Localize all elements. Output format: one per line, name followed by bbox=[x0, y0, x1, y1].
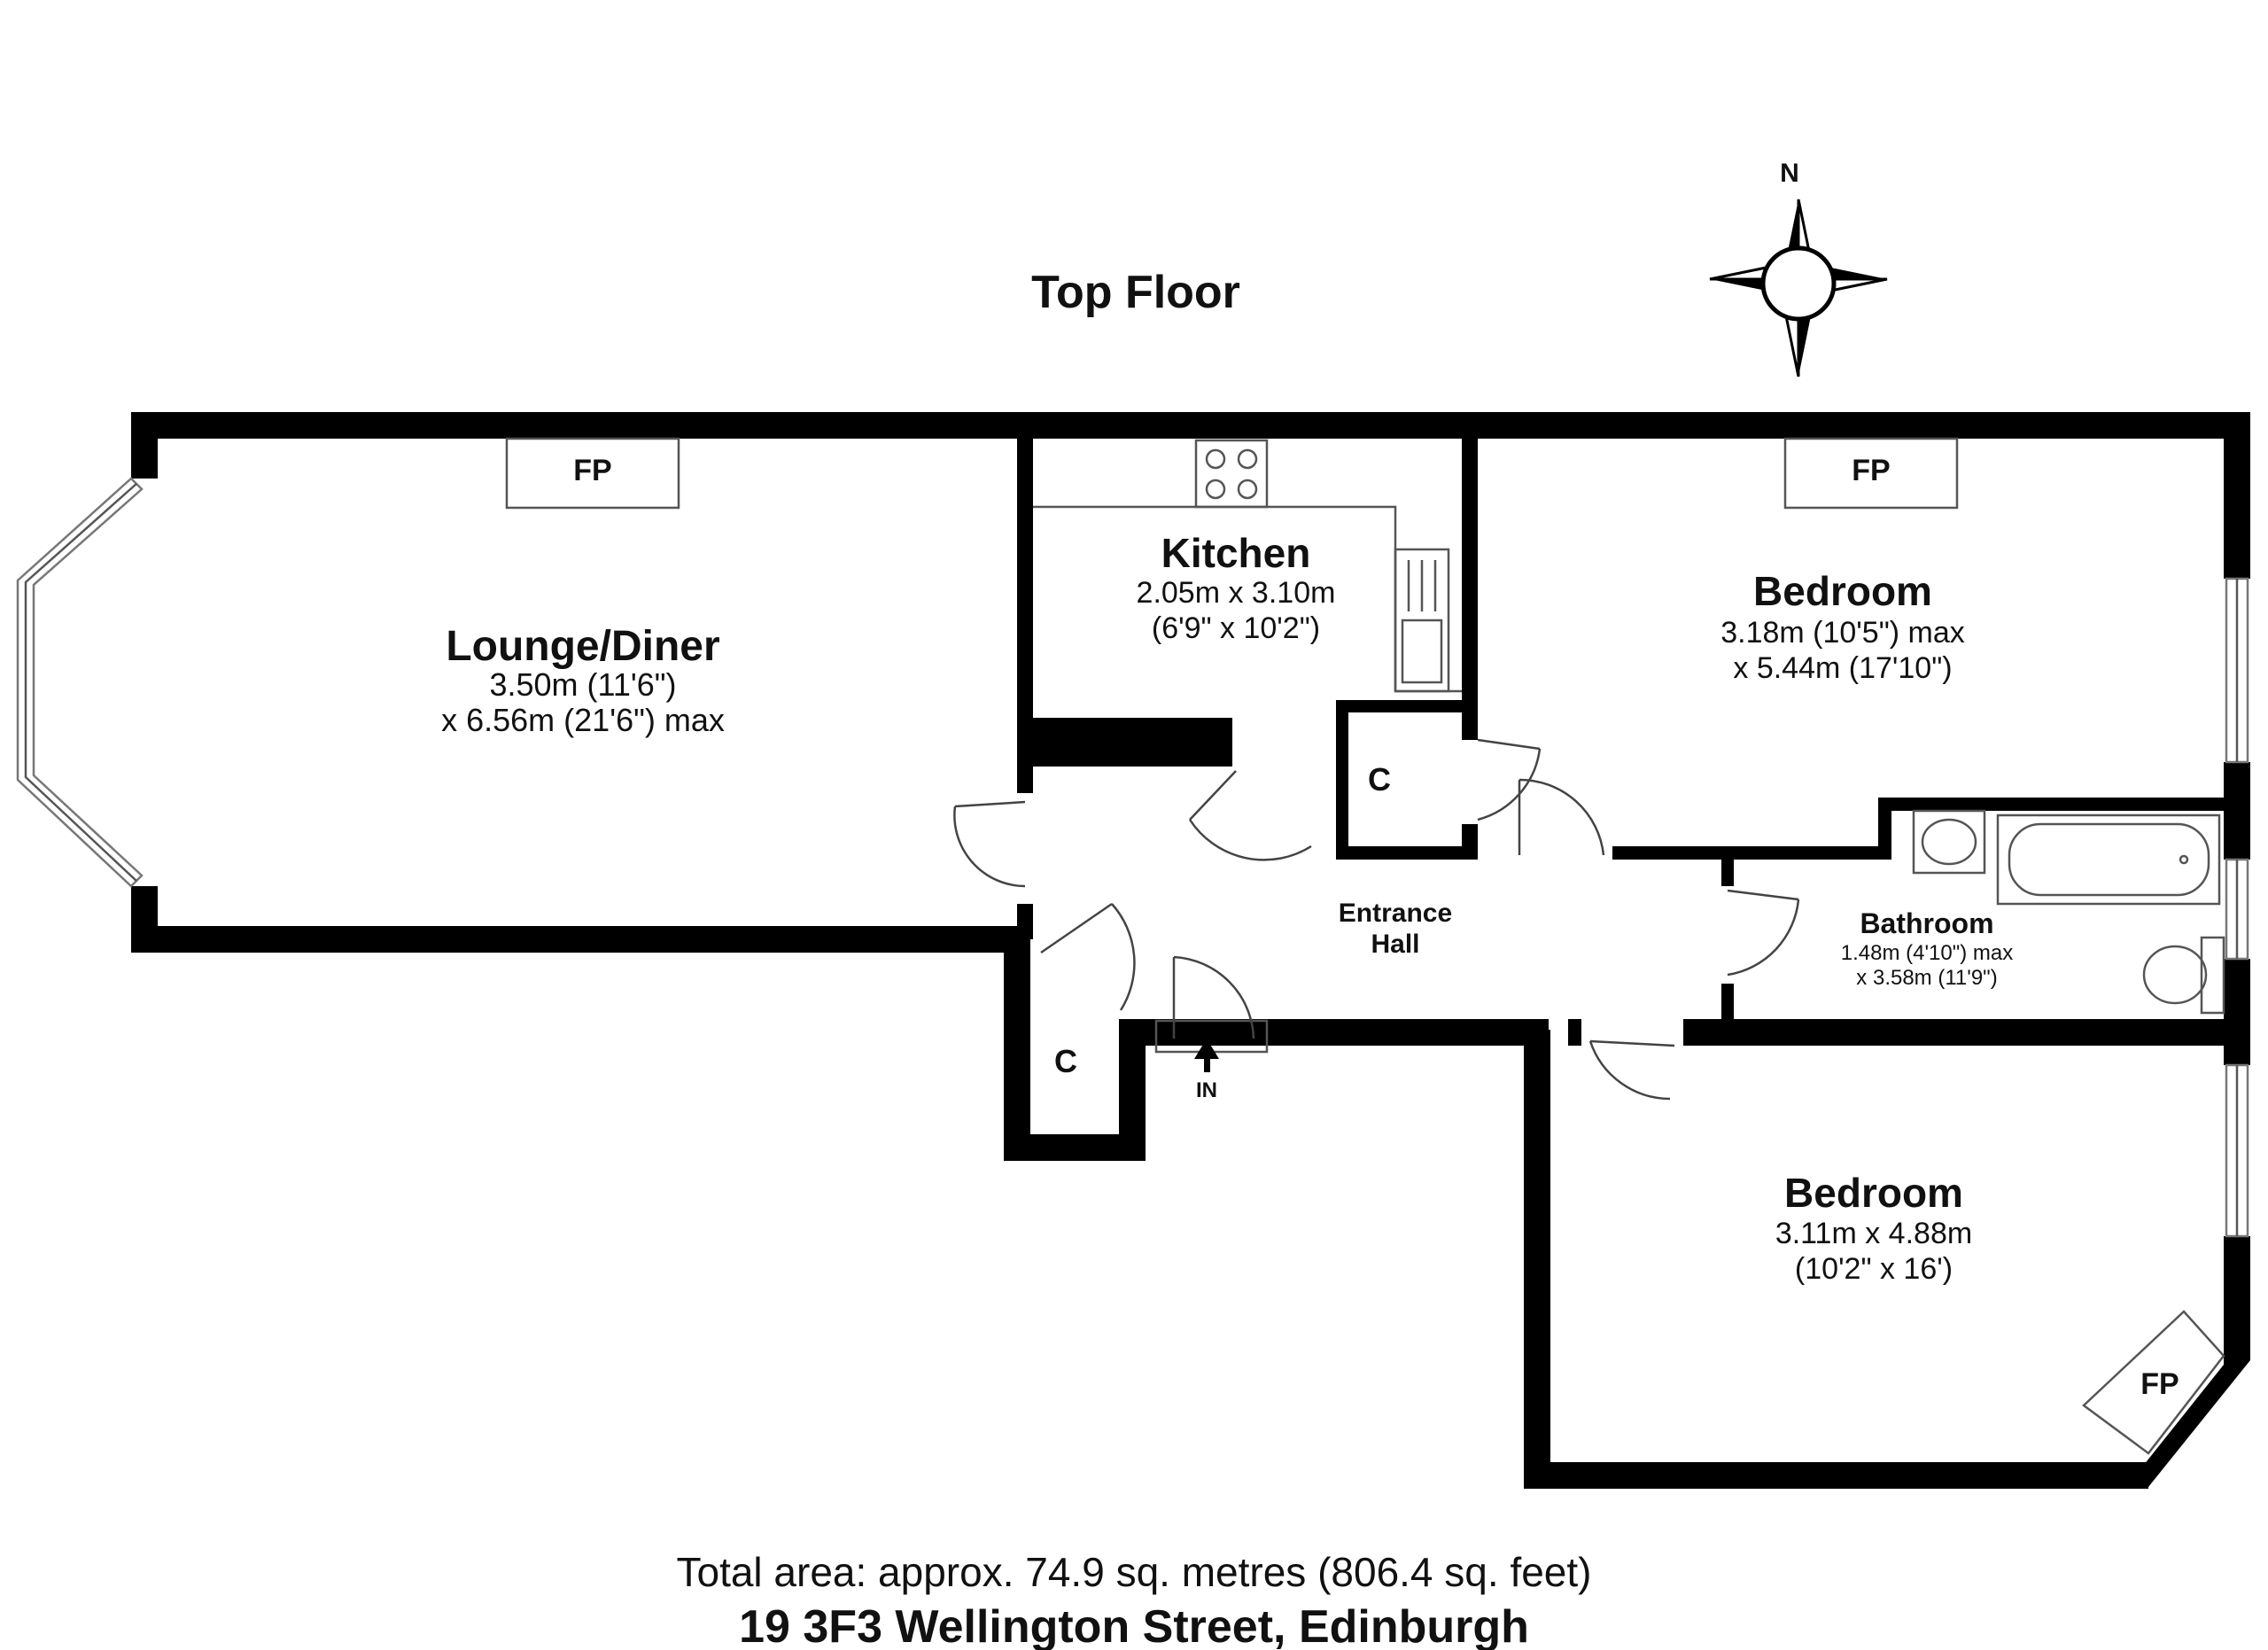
hall-label-line1: Entrance bbox=[1339, 899, 1452, 928]
door-bedroom2 bbox=[1588, 1039, 1675, 1101]
bathroom-window bbox=[2225, 858, 2249, 961]
basin-icon bbox=[1912, 809, 1986, 875]
door-kitchen bbox=[1188, 770, 1312, 861]
bedroom1-window bbox=[2225, 577, 2249, 764]
bedroom2-name: Bedroom bbox=[1784, 1170, 1963, 1216]
bedroom2-dim2: (10'2" x 16') bbox=[1795, 1252, 1953, 1286]
bathroom-dim1: 1.48m (4'10") max bbox=[1841, 941, 2014, 965]
walls bbox=[131, 412, 2250, 1489]
lounge-dim2: x 6.56m (21'6") max bbox=[441, 702, 725, 738]
hall-label-line2: Hall bbox=[1371, 930, 1419, 959]
kitchen-sink-icon bbox=[1394, 548, 1450, 693]
entrance-label: IN bbox=[1196, 1078, 1217, 1102]
lounge-name: Lounge/Diner bbox=[446, 623, 719, 670]
bedroom1-fireplace bbox=[1783, 437, 1959, 510]
lounge-fireplace-label: FP bbox=[573, 454, 611, 487]
kitchen-dim1: 2.05m x 3.10m bbox=[1137, 576, 1336, 610]
cupboard1-label: C bbox=[1368, 761, 1391, 798]
bedroom2-dim1: 3.11m x 4.88m bbox=[1775, 1217, 1972, 1250]
bathroom-name: Bathroom bbox=[1860, 907, 1993, 939]
entrance-arrow-icon bbox=[1194, 1039, 1219, 1059]
door-bedroom1 bbox=[1518, 778, 1605, 856]
toilet-icon bbox=[2142, 936, 2225, 1015]
floor-title: Top Floor bbox=[1031, 267, 1240, 318]
door-bathroom bbox=[1727, 889, 1800, 977]
total-area: Total area: approx. 74.9 sq. metres (806… bbox=[676, 1549, 1591, 1595]
cupboard2-label: C bbox=[1054, 1043, 1077, 1079]
bathroom-dim2: x 3.58m (11'9") bbox=[1856, 966, 1997, 990]
bedroom2-fireplace bbox=[2082, 1310, 2225, 1455]
bedroom2-window bbox=[2225, 1063, 2249, 1238]
kitchen-dim2: (6'9" x 10'2") bbox=[1152, 611, 1320, 645]
bedroom1-dim1: 3.18m (10'5") max bbox=[1720, 616, 1965, 650]
bedroom2-fireplace-label: FP bbox=[2140, 1367, 2179, 1401]
compass-icon bbox=[1709, 198, 1888, 377]
bay-window bbox=[16, 477, 144, 888]
bathtub-icon bbox=[1996, 813, 2221, 906]
lounge-dim1: 3.50m (11'6") bbox=[489, 666, 676, 703]
bedroom1-dim2: x 5.44m (17'10") bbox=[1733, 651, 1952, 685]
door-lounge bbox=[953, 800, 1026, 888]
lounge-fireplace bbox=[505, 437, 680, 510]
bedroom1-fireplace-label: FP bbox=[1852, 454, 1890, 487]
property-address: 19 3F3 Wellington Street, Edinburgh bbox=[739, 1601, 1529, 1650]
compass-north-label: N bbox=[1780, 159, 1799, 188]
entrance-arrow-stem bbox=[1204, 1055, 1210, 1072]
kitchen-name: Kitchen bbox=[1161, 530, 1311, 576]
bedroom1-name: Bedroom bbox=[1753, 568, 1932, 614]
door-cupboard-small bbox=[1040, 902, 1136, 1011]
